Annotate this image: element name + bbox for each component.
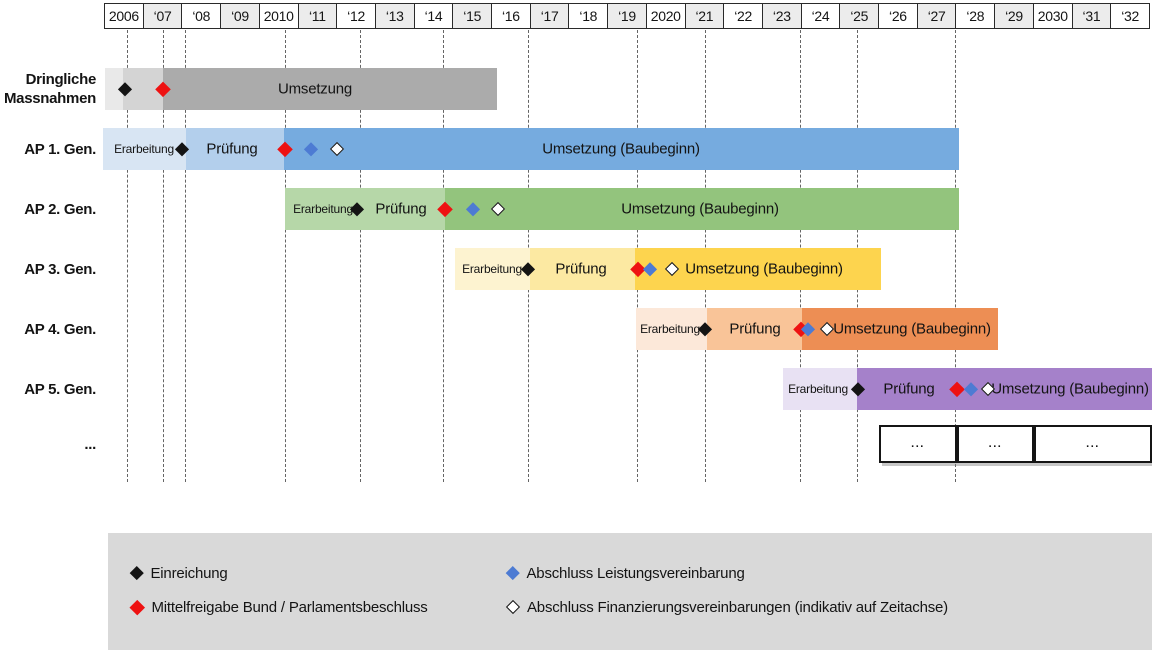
legend-item-finanzierungsvereinbarungen: Abschluss Finanzierungsvereinbarungen (i… bbox=[505, 597, 948, 617]
event-gridline bbox=[285, 30, 286, 482]
red-diamond-icon bbox=[129, 599, 145, 615]
year-cell: ‘18 bbox=[568, 4, 608, 28]
year-cell: ‘28 bbox=[955, 4, 995, 28]
year-cell: ‘16 bbox=[491, 4, 530, 28]
year-cell: ‘31 bbox=[1071, 4, 1111, 28]
year-cell: ‘21 bbox=[684, 4, 724, 28]
bar-segment bbox=[445, 188, 959, 230]
event-gridline bbox=[163, 30, 164, 482]
year-cell: 2006 bbox=[105, 4, 143, 28]
legend-item-leistungsvereinbarung: Abschluss Leistungsvereinbarung bbox=[506, 563, 745, 583]
legend-label: Abschluss Finanzierungsvereinbarungen (i… bbox=[527, 598, 948, 616]
year-cell: ‘25 bbox=[839, 4, 879, 28]
bar-phase-label: Erarbeitung bbox=[788, 382, 848, 396]
bar-phase-label: Erarbeitung bbox=[293, 202, 353, 216]
legend-label: Abschluss Leistungsvereinbarung bbox=[526, 564, 745, 582]
event-gridline bbox=[127, 30, 128, 482]
bar-phase-label: Prüfung bbox=[555, 260, 607, 278]
black-diamond-icon bbox=[130, 566, 144, 580]
bar-phase-label: Umsetzung (Baubeginn) bbox=[621, 200, 779, 218]
bar-phase-label: Umsetzung (Baubeginn) bbox=[685, 260, 843, 278]
bar-segment bbox=[636, 308, 707, 350]
row-label: Dringliche Massnahmen bbox=[3, 71, 96, 107]
bar-segment bbox=[186, 128, 284, 170]
year-cell: ‘12 bbox=[336, 4, 375, 28]
bar-phase-label: Umsetzung (Baubeginn) bbox=[833, 320, 991, 338]
year-cell: ‘29 bbox=[994, 4, 1033, 28]
year-cell: 2030 bbox=[1032, 4, 1072, 28]
bar-segment bbox=[103, 128, 186, 170]
future-box: ... bbox=[1034, 425, 1152, 463]
year-cell: ‘22 bbox=[723, 4, 762, 28]
bar-segment bbox=[530, 248, 635, 290]
year-cell: ‘07 bbox=[142, 4, 182, 28]
bar-segment bbox=[285, 188, 445, 230]
row-label: ... bbox=[84, 435, 96, 453]
bar-phase-label: Erarbeitung bbox=[114, 142, 174, 156]
year-cell: ‘08 bbox=[181, 4, 221, 28]
event-gridline bbox=[185, 30, 186, 482]
bar-phase-label: Umsetzung bbox=[277, 80, 353, 98]
legend-label: Mittelfreigabe Bund / Parlamentsbeschlus… bbox=[151, 598, 428, 616]
blue-diamond-icon bbox=[506, 566, 520, 580]
year-cell: ‘17 bbox=[529, 4, 569, 28]
bar-phase-label: Erarbeitung bbox=[462, 262, 522, 276]
year-cell: 2010 bbox=[258, 4, 298, 28]
year-cell: 2020 bbox=[645, 4, 685, 28]
bar-phase-label: Prüfung bbox=[375, 200, 427, 218]
bar-segment bbox=[284, 128, 959, 170]
row-label: AP 1. Gen. bbox=[24, 140, 96, 158]
bar-segment bbox=[783, 368, 857, 410]
bar-phase-label: Prüfung bbox=[206, 140, 258, 158]
row-label: AP 5. Gen. bbox=[24, 380, 96, 398]
bar-phase-label: Prüfung bbox=[883, 380, 935, 398]
bar-segment bbox=[707, 308, 802, 350]
bar-phase-label: Umsetzung (Baubeginn) bbox=[991, 380, 1149, 398]
bar-segment bbox=[802, 308, 998, 350]
year-cell: ‘14 bbox=[413, 4, 453, 28]
year-cell: ‘15 bbox=[452, 4, 492, 28]
bar-phase-label: Prüfung bbox=[729, 320, 781, 338]
year-cell: ‘23 bbox=[761, 4, 801, 28]
year-cell: ‘09 bbox=[220, 4, 259, 28]
year-cell: ‘32 bbox=[1110, 4, 1149, 28]
bar-phase-label: Umsetzung (Baubeginn) bbox=[542, 140, 700, 158]
legend-label: Einreichung bbox=[150, 564, 228, 582]
legend-item-einreichung: Einreichung bbox=[130, 563, 228, 583]
year-cell: ‘11 bbox=[297, 4, 337, 28]
row-label: AP 2. Gen. bbox=[24, 200, 96, 218]
year-cell: ‘26 bbox=[878, 4, 917, 28]
year-cell: ‘27 bbox=[916, 4, 956, 28]
year-cell: ‘13 bbox=[374, 4, 414, 28]
future-box: ... bbox=[957, 425, 1034, 463]
future-box: ... bbox=[879, 425, 957, 463]
legend-box: Einreichung Mittelfreigabe Bund / Parlam… bbox=[108, 533, 1152, 650]
bar-segment bbox=[455, 248, 530, 290]
white-diamond-icon bbox=[505, 599, 521, 615]
bar-phase-label: Erarbeitung bbox=[640, 322, 700, 336]
event-gridline bbox=[360, 30, 361, 482]
year-cell: ‘19 bbox=[607, 4, 646, 28]
bar-segment bbox=[163, 68, 497, 110]
bar-segment bbox=[857, 368, 1152, 410]
bar-segment bbox=[105, 68, 123, 110]
event-gridline bbox=[955, 30, 956, 482]
event-gridline bbox=[443, 30, 444, 482]
row-label: AP 4. Gen. bbox=[24, 320, 96, 338]
year-cell: ‘24 bbox=[800, 4, 840, 28]
row-label: AP 3. Gen. bbox=[24, 260, 96, 278]
legend-item-mittelfreigabe: Mittelfreigabe Bund / Parlamentsbeschlus… bbox=[129, 597, 428, 617]
